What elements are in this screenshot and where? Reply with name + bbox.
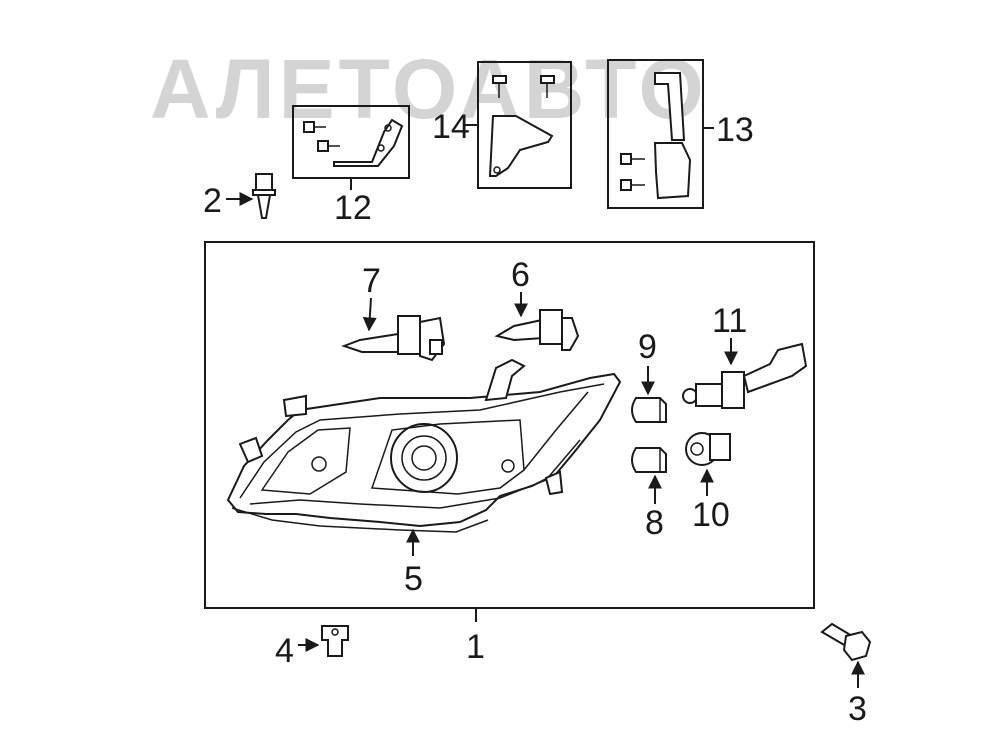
bracket-icon: [333, 118, 404, 167]
screw-icon: [303, 121, 326, 133]
bracket-kit-13-box: [607, 59, 704, 209]
callout-4: 4: [275, 632, 294, 670]
callout-11: 11: [712, 302, 747, 340]
bracket-kit-14[interactable]: [477, 61, 572, 189]
bracket-icon: [488, 115, 554, 177]
bracket-icon: [654, 72, 686, 141]
callout-9: 9: [638, 328, 657, 366]
bolt-icon[interactable]: [820, 622, 872, 662]
clip-nut-icon[interactable]: [321, 625, 349, 657]
watermark-text: АЛЕТОАВТО: [150, 42, 708, 136]
headlamp-housing[interactable]: [226, 358, 622, 533]
mounting-tab: [282, 394, 307, 418]
screw-icon: [540, 75, 555, 98]
reflector-left: [260, 427, 351, 495]
headlight-bulb-icon[interactable]: [494, 309, 580, 351]
mounting-tab: [544, 470, 564, 496]
callout-6: 6: [511, 256, 530, 294]
headlamp-assembly-box: [204, 241, 815, 609]
callout-8: 8: [645, 504, 664, 542]
callout-13: 13: [716, 111, 754, 149]
projector-lens-icon: [390, 423, 458, 493]
screw-icon: [492, 75, 507, 98]
callout-3: 3: [848, 690, 867, 728]
bracket-kit-13[interactable]: [607, 59, 704, 209]
wedge-bulb-icon[interactable]: [631, 447, 667, 473]
callout-7: 7: [362, 262, 381, 300]
bulb-socket-icon[interactable]: [685, 432, 731, 466]
mounting-tab: [238, 436, 264, 464]
bolt-icon[interactable]: [252, 173, 276, 219]
callout-2: 2: [203, 182, 222, 220]
headlight-bulb-icon[interactable]: [341, 315, 446, 362]
callout-12: 12: [334, 189, 372, 227]
bracket-icon: [653, 142, 692, 200]
callout-5: 5: [404, 560, 423, 598]
mounting-tab: [484, 358, 526, 402]
screw-icon: [620, 153, 645, 165]
wedge-bulb-icon[interactable]: [631, 397, 667, 423]
callout-10: 10: [692, 496, 730, 534]
callout-14: 14: [432, 108, 470, 146]
bulb-socket-wire-icon[interactable]: [682, 342, 808, 409]
screw-icon: [317, 140, 340, 152]
callout-1: 1: [466, 628, 485, 666]
screw-icon: [620, 179, 645, 191]
